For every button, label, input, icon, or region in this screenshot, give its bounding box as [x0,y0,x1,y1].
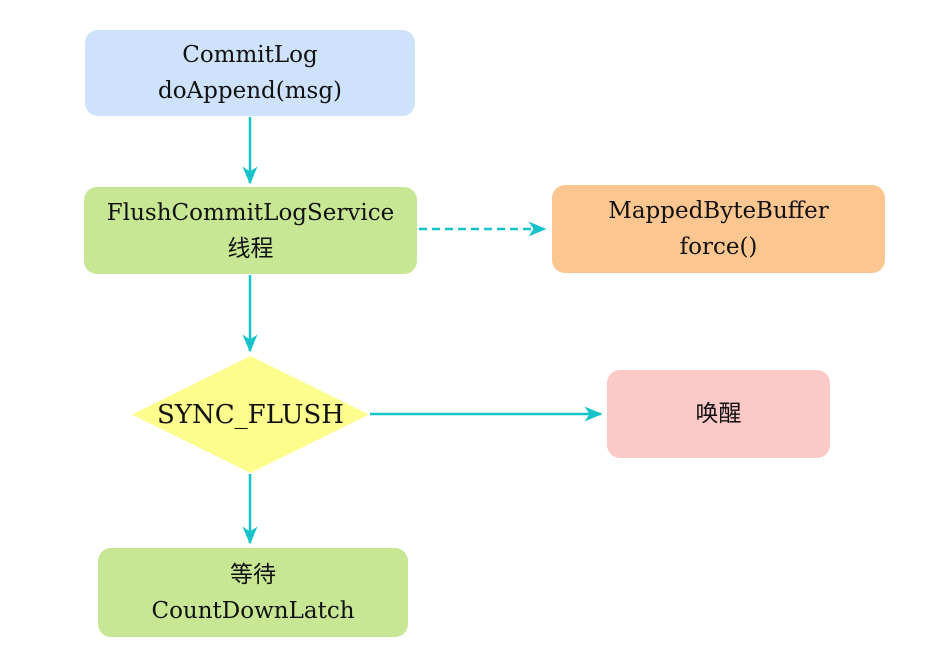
node-mapped-byte-buffer: MappedByteBuffer force() [552,185,885,273]
node-sync-flush-decision: SYNC_FLUSH [132,356,369,473]
node-flush-commit-log-service-line1: FlushCommitLogService [106,199,395,226]
node-commitlog-line2: doAppend(msg) [157,78,343,104]
node-wait-countdownlatch-line1: 等待 [230,561,276,588]
node-sync-flush-label: SYNC_FLUSH [157,399,344,430]
node-commitlog: CommitLog doAppend(msg) [85,30,415,116]
node-flush-commit-log-service: FlushCommitLogService 线程 [84,187,417,274]
node-commitlog-line1: CommitLog [182,42,318,68]
node-wait-countdownlatch: 等待 CountDownLatch [98,548,408,637]
node-mapped-byte-buffer-line2: force() [679,234,758,260]
node-wake: 唤醒 [607,370,830,458]
node-flush-commit-log-service-line2: 线程 [227,235,274,262]
node-wake-label: 唤醒 [695,401,742,427]
node-wait-countdownlatch-line2: CountDownLatch [151,597,355,624]
node-mapped-byte-buffer-line1: MappedByteBuffer [608,198,829,224]
